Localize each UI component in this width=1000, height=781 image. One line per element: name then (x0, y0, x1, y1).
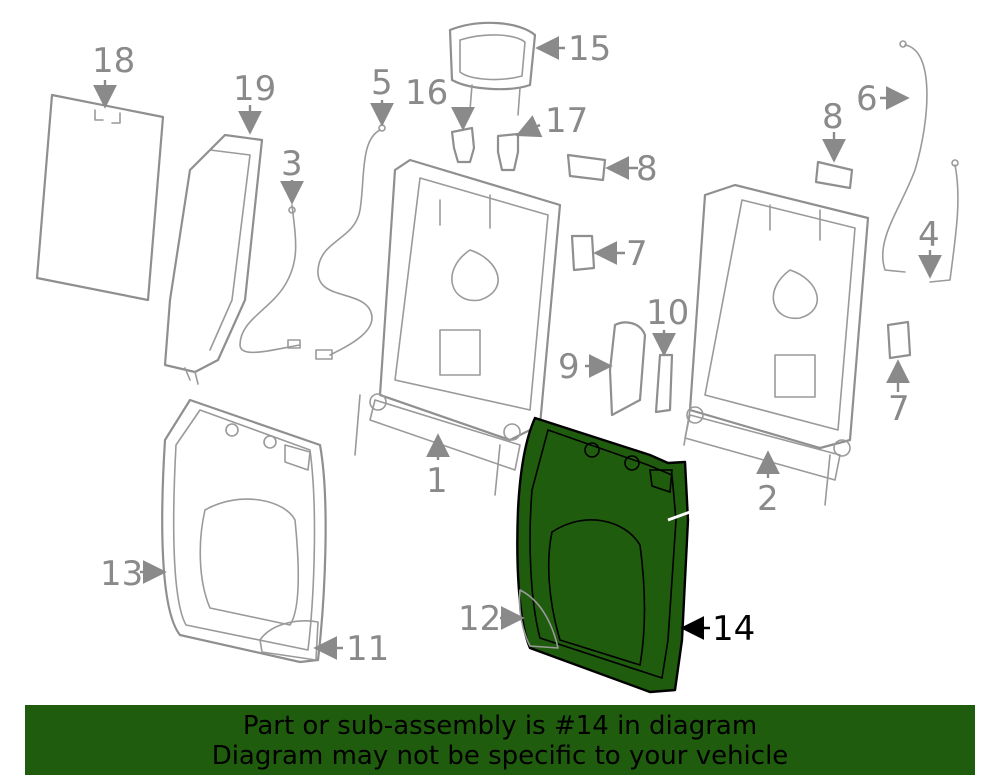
label-13: 13 (100, 554, 143, 594)
label-3: 3 (281, 144, 303, 184)
label-7-right: 7 (888, 389, 910, 429)
part-4-cable (929, 159, 959, 283)
part-2-frame (683, 183, 870, 506)
part-13-cover (161, 398, 327, 664)
label-6: 6 (856, 79, 878, 119)
part-5-cable (315, 124, 386, 360)
part-8-right-clip (814, 160, 854, 190)
part-8-left-clip (566, 153, 607, 182)
part-14-cover-highlighted (516, 416, 691, 694)
label-9: 9 (558, 347, 580, 387)
parts-diagram: 18 19 3 5 16 17 15 8 7 9 10 1 2 8 6 4 7 … (35, 21, 959, 694)
label-18: 18 (92, 41, 135, 81)
label-10: 10 (646, 293, 689, 333)
banner-line-2: Diagram may not be specific to your vehi… (211, 741, 789, 771)
label-1: 1 (426, 461, 448, 501)
part-3-cable (239, 204, 301, 354)
label-17: 17 (545, 101, 588, 141)
leader-lines (93, 36, 942, 660)
info-banner: Part or sub-assembly is #14 in diagram D… (25, 705, 975, 775)
label-19: 19 (233, 69, 276, 109)
part-6-cable (881, 40, 928, 273)
label-7-left: 7 (626, 234, 648, 274)
part-16-guide (450, 126, 476, 164)
label-14: 14 (712, 609, 755, 649)
part-17-guide (496, 132, 520, 172)
part-15-headrest (448, 21, 537, 116)
label-11: 11 (346, 629, 389, 669)
label-8-left: 8 (636, 149, 658, 189)
label-16: 16 (405, 73, 448, 113)
label-4: 4 (918, 215, 940, 255)
part-18-pad (35, 93, 165, 302)
label-8-right: 8 (822, 97, 844, 137)
label-5: 5 (371, 63, 393, 103)
label-2: 2 (757, 479, 779, 519)
banner-line-1: Part or sub-assembly is #14 in diagram (242, 711, 758, 741)
part-10-bracket (654, 353, 674, 414)
part-19-bolster (163, 133, 264, 385)
part-7-left-clip (570, 234, 596, 272)
part-1-frame (354, 158, 562, 496)
label-15: 15 (568, 29, 611, 69)
label-12: 12 (458, 599, 501, 639)
part-9-trim (608, 321, 647, 417)
part-7-right-clip (886, 320, 912, 360)
